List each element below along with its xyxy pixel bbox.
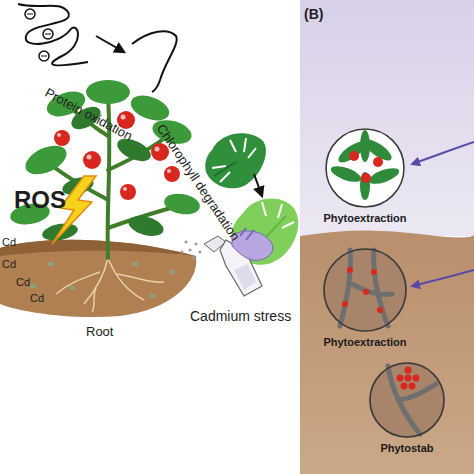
circle-border [370, 363, 444, 437]
pointer-arrows [412, 142, 474, 286]
cadmium-symbol: Cd [30, 292, 44, 304]
inset-circle: Phytostab [369, 362, 445, 438]
soil-mound [0, 240, 196, 317]
protein-chain [18, 4, 177, 92]
phytoextraction-root-inset [323, 248, 407, 332]
phytostabilization-inset [369, 362, 445, 438]
cadmium-symbol: Cd [16, 276, 30, 288]
circle-border [324, 249, 406, 331]
circle-outline [323, 248, 407, 332]
stress-label: Cadmium stress [190, 308, 291, 324]
inset-caption: Phytoextraction [295, 212, 435, 224]
phytoextraction-shoot-inset [325, 128, 405, 208]
cadmium-symbol: Cd [2, 258, 16, 270]
inset-caption: Phytostab [339, 442, 474, 454]
circle-border [326, 129, 404, 207]
inset-circle: Phytoextraction [323, 248, 407, 332]
cadmium-symbol: Cd [2, 236, 16, 248]
inset-caption: Phytoextraction [293, 336, 437, 348]
circle-outline [369, 362, 445, 438]
inset-circle: Phytoextraction [325, 128, 405, 208]
ros-label: ROS [14, 186, 66, 214]
root-label: Root [86, 324, 113, 339]
panel-b-background [300, 0, 474, 474]
circle-outline [325, 128, 405, 208]
panel-label: (B) [304, 6, 323, 22]
tomato-plant [9, 80, 202, 258]
